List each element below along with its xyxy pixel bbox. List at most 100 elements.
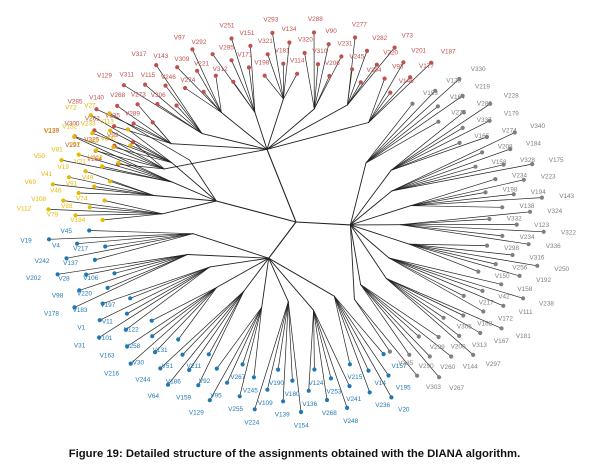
leaf-node — [487, 216, 492, 222]
leaf-edge — [368, 62, 432, 123]
leaf-edge — [399, 224, 529, 245]
leaf-edge — [385, 278, 474, 356]
leaf-node — [521, 177, 526, 182]
leaf-label: V223 — [541, 174, 556, 181]
leaf-node — [50, 182, 56, 187]
leaf-label: V311 — [119, 72, 134, 79]
leaf-edge — [57, 254, 188, 275]
leaf-edge — [313, 309, 328, 401]
leaf-node — [392, 45, 397, 50]
subbranch-edge — [216, 257, 270, 288]
leaf-node — [435, 104, 440, 109]
tree-leaves: V264V291V139V325V300V99V262V285V235V140V… — [17, 16, 577, 429]
leaf-label: V122 — [124, 327, 139, 334]
leaf-label: V200 — [101, 135, 116, 142]
figure-caption: Figure 19: Detailed structure of the ass… — [68, 448, 521, 460]
leaf-label: V313 — [472, 342, 487, 349]
leaf-edge — [390, 127, 464, 171]
leaf-node — [312, 367, 317, 372]
subbranch-edge — [243, 257, 270, 292]
leaf-label: V136 — [302, 401, 317, 408]
leaf-node — [229, 36, 234, 41]
leaf-node — [116, 160, 121, 165]
leaf-node — [295, 71, 300, 76]
leaf-label: V332 — [88, 154, 103, 161]
leaf-edge — [333, 295, 392, 398]
leaf-node — [535, 263, 540, 268]
leaf-label: V106 — [83, 275, 98, 282]
leaf-edge — [368, 62, 404, 123]
leaf-node — [324, 397, 330, 403]
leaf-label: V165 — [474, 133, 489, 140]
leaf-node — [389, 395, 394, 400]
leaf-node — [76, 190, 81, 196]
leaf-label: V244 — [135, 376, 150, 383]
leaf-label: V332 — [507, 216, 522, 223]
leaf-node — [92, 257, 97, 262]
leaf-label: V336 — [546, 243, 561, 250]
leaf-node — [92, 184, 97, 189]
leaf-edge — [385, 278, 460, 337]
leaf-label: V81 — [51, 147, 63, 154]
leaf-edge — [360, 284, 439, 338]
leaf-edge — [267, 301, 289, 391]
leaf-edge — [283, 73, 298, 100]
leaf-edge — [365, 121, 439, 164]
leaf-label: V111 — [519, 309, 533, 316]
leaf-edge — [390, 142, 460, 171]
leaf-node — [347, 384, 352, 389]
diana-dendrogram: V264V291V139V325V300V99V262V285V235V140V… — [17, 16, 577, 429]
leaf-label: V93 — [392, 64, 404, 71]
leaf-node — [107, 179, 113, 184]
leaf-node — [484, 134, 489, 140]
leaf-edge — [408, 243, 513, 256]
leaf-edge — [390, 136, 488, 171]
leaf-label: V109 — [258, 400, 273, 407]
subbranch-edge — [349, 205, 412, 226]
leaf-label: V220 — [77, 291, 92, 298]
leaf-label: V236 — [375, 402, 390, 409]
leaf-node — [381, 352, 386, 357]
leaf-label: V267 — [449, 385, 464, 392]
leaf-node — [281, 399, 286, 404]
leaf-label: V201 — [411, 48, 426, 55]
leaf-node — [94, 107, 99, 112]
leaf-edge — [102, 213, 163, 221]
leaf-label: V139 — [275, 412, 290, 419]
leaf-label: V98 — [52, 293, 64, 300]
leaf-label: V154 — [294, 422, 309, 429]
leaf-node — [461, 313, 466, 318]
leaf-edge — [177, 287, 218, 340]
leaf-node — [175, 65, 180, 70]
leaf-label: V215 — [347, 374, 362, 381]
subbranch-edge — [153, 195, 217, 202]
leaf-label: V306 — [151, 92, 166, 99]
leaf-edge — [231, 59, 256, 113]
leaf-edge — [313, 43, 330, 110]
leaf-label: V285 — [68, 98, 83, 105]
leaf-edge — [137, 103, 172, 145]
leaf-label: V50 — [34, 153, 46, 160]
leaf-label: V288 — [308, 16, 323, 23]
leaf-label: V167 — [494, 338, 509, 345]
leaf-label: V45 — [61, 228, 73, 235]
leaf-label: V292 — [191, 39, 206, 46]
leaf-node — [488, 101, 493, 106]
leaf-label: V190 — [269, 380, 284, 387]
leaf-label: V11 — [102, 318, 113, 325]
leaf-node — [407, 352, 412, 357]
leaf-node — [457, 333, 462, 338]
subbranch-edge — [201, 133, 268, 150]
leaf-label: V242 — [35, 258, 50, 265]
leaf-edge — [347, 47, 395, 106]
subbranch-edge — [188, 159, 217, 202]
leaf-node — [149, 318, 154, 323]
leaf-label: V64 — [148, 393, 160, 400]
leaf-node — [429, 60, 434, 65]
leaf-node — [115, 103, 120, 108]
subbranch-edge — [349, 224, 362, 286]
leaf-edge — [114, 254, 188, 274]
leaf-node — [480, 150, 485, 155]
leaf-edge — [78, 254, 188, 291]
leaf-node — [387, 349, 392, 354]
